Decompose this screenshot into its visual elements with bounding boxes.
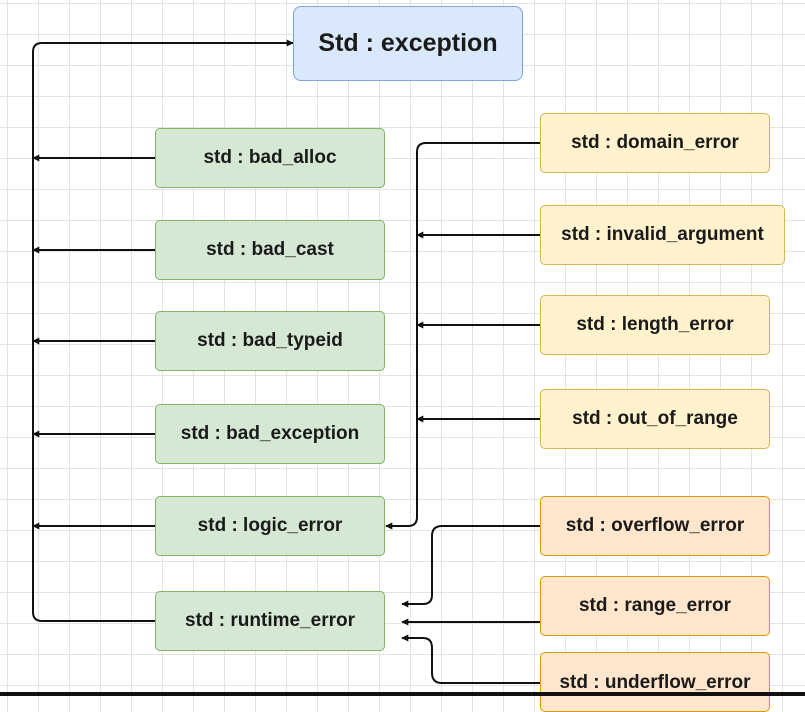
- node-range_error-label: std : range_error: [578, 595, 732, 616]
- node-invalid_argument-label: std : invalid_argument: [561, 224, 764, 245]
- node-logic_error-label: std : logic_error: [197, 515, 343, 536]
- node-underflow_error-label: std : underflow_error: [559, 672, 751, 693]
- node-bad_alloc-label: std : bad_alloc: [203, 147, 337, 168]
- node-length_error-label: std : length_error: [576, 314, 734, 335]
- node-logic_error[interactable]: std : logic_error: [155, 496, 385, 556]
- node-runtime_error[interactable]: std : runtime_error: [155, 591, 385, 651]
- node-exception-label: Std : exception: [318, 29, 498, 57]
- node-range_error[interactable]: std : range_error: [540, 576, 770, 636]
- edge-overflow_error-to-runtime_error: [401, 525, 540, 608]
- node-bad_exception-label: std : bad_exception: [180, 423, 360, 444]
- node-underflow_error[interactable]: std : underflow_error: [540, 652, 770, 712]
- node-runtime_error-label: std : runtime_error: [185, 610, 355, 631]
- node-invalid_argument[interactable]: std : invalid_argument: [540, 205, 785, 265]
- edge-layer: [32, 39, 540, 684]
- node-bad_typeid-label: std : bad_typeid: [197, 330, 343, 351]
- node-bad_cast-label: std : bad_cast: [206, 239, 334, 260]
- node-overflow_error[interactable]: std : overflow_error: [540, 496, 770, 556]
- node-bad_cast[interactable]: std : bad_cast: [155, 220, 385, 280]
- node-domain_error[interactable]: std : domain_error: [540, 113, 770, 173]
- screen-bottom-edge: [0, 692, 805, 696]
- node-out_of_range-label: std : out_of_range: [572, 408, 738, 429]
- edge-trunk-to-exception: [32, 39, 294, 622]
- node-overflow_error-label: std : overflow_error: [565, 515, 745, 536]
- node-exception[interactable]: Std : exception: [293, 6, 523, 81]
- edge-domain_error-to-logic_error: [385, 142, 540, 530]
- edge-underflow_error-to-runtime_error: [401, 634, 540, 684]
- node-bad_typeid[interactable]: std : bad_typeid: [155, 311, 385, 371]
- node-bad_alloc[interactable]: std : bad_alloc: [155, 128, 385, 188]
- node-length_error[interactable]: std : length_error: [540, 295, 770, 355]
- node-out_of_range[interactable]: std : out_of_range: [540, 389, 770, 449]
- node-domain_error-label: std : domain_error: [571, 132, 739, 153]
- node-bad_exception[interactable]: std : bad_exception: [155, 404, 385, 464]
